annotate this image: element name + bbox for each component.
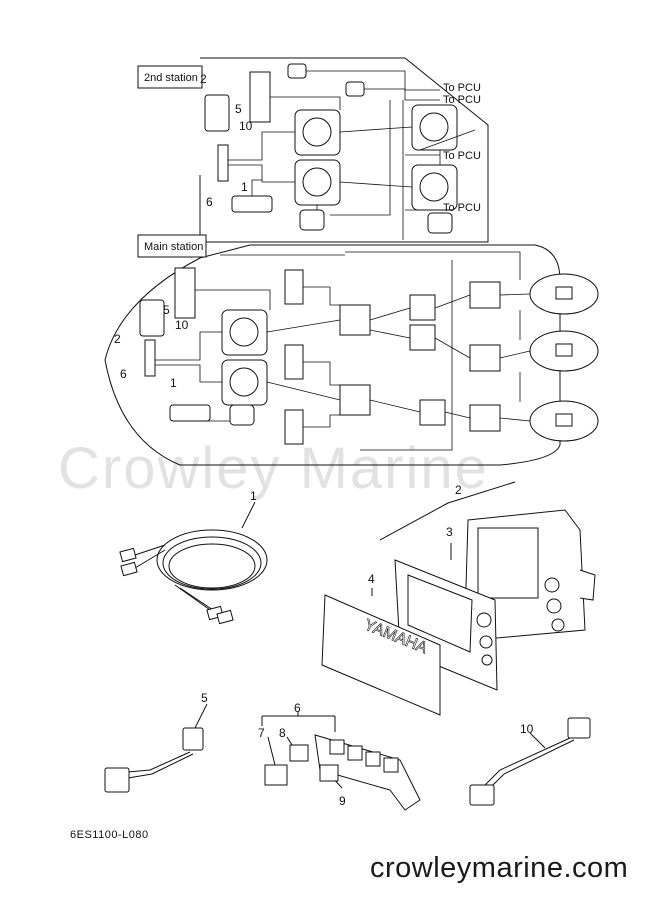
main-station-outline (104, 244, 561, 466)
part-callout-6: 6 (294, 701, 301, 715)
part-8-cap (289, 744, 309, 762)
to-pcu-label-3: To PCU (443, 150, 481, 162)
upper-gauge-c-dial (419, 112, 449, 142)
main-callout-1: 1 (170, 376, 177, 390)
part-4-cover: YAMAHA (321, 594, 441, 716)
engine-oval-a-box (555, 286, 573, 300)
main-gauge-a-dial (229, 317, 259, 347)
upper-wiring (228, 70, 476, 240)
main-callout-10: 10 (175, 318, 189, 332)
upper-callout-5: 5 (235, 102, 242, 116)
part-callout-4: 4 (368, 572, 375, 586)
part-callout-5: 5 (201, 691, 208, 705)
main-sensor (169, 404, 211, 422)
main-station-label: Main station (144, 241, 203, 253)
second-station-box (137, 65, 203, 89)
upper-gauge-a-dial (302, 117, 332, 147)
upper-plug-b (427, 212, 453, 234)
diagram-code: 6ES1100-L080 (70, 829, 149, 841)
second-station-outline (199, 57, 489, 243)
upper-sensor (231, 195, 273, 213)
engine-oval-c-box (555, 413, 573, 427)
site-name: crowleymarine.com (370, 852, 629, 884)
main-module-b (339, 384, 371, 416)
part-callout-1: 1 (250, 489, 257, 503)
upper-callout-1: 1 (241, 180, 248, 194)
upper-gauge-b-dial (302, 167, 332, 197)
main-relay-c (419, 399, 446, 426)
upper-components (204, 63, 458, 234)
part-callout-10: 10 (520, 722, 534, 736)
main-callout-6: 6 (120, 367, 127, 381)
upper-plug-a (299, 209, 325, 231)
main-switch-b (284, 344, 304, 380)
main-gauge-b-dial (229, 367, 259, 397)
main-module-a (339, 304, 371, 336)
engine-unit-a (469, 281, 501, 309)
upper-display-2 (204, 94, 230, 132)
upper-key-switch (287, 63, 307, 79)
second-station-label: 2nd station (144, 72, 198, 84)
main-display-2 (139, 299, 165, 337)
main-callout-2: 2 (114, 332, 121, 346)
part-10-harness (469, 717, 591, 806)
part-2-leader (447, 481, 516, 504)
part-callout-7: 7 (258, 726, 265, 740)
main-switch-a (284, 269, 304, 305)
part-1-harness (119, 501, 268, 625)
main-plug (229, 404, 255, 426)
engine-unit-c (469, 404, 501, 432)
part-6-hub (264, 734, 421, 811)
part-2-leader-b (379, 502, 449, 541)
part-9-cap (319, 764, 339, 782)
main-hub (144, 339, 156, 377)
main-switch-c (284, 409, 304, 445)
upper-callout-10: 10 (239, 119, 253, 133)
upper-callout-6: 6 (206, 195, 213, 209)
part-callout-8: 8 (279, 726, 286, 740)
to-pcu-label-1: To PCU (443, 82, 481, 94)
upper-hub (217, 144, 229, 182)
part-callout-9: 9 (339, 794, 346, 808)
main-relay-a (409, 294, 436, 321)
part-6-leaders (261, 712, 343, 789)
to-pcu-label-4: To PCU (443, 202, 481, 214)
main-switch-panel (174, 267, 196, 319)
main-station-box (137, 234, 207, 258)
part-callout-3: 3 (446, 525, 453, 539)
part-7-cap (264, 764, 288, 786)
engine-oval-b-box (555, 343, 573, 357)
main-relay-b (409, 324, 436, 351)
engine-unit-b (469, 344, 501, 372)
upper-key-switch-b (345, 81, 365, 97)
part-5-harness (104, 703, 208, 793)
upper-callout-2: 2 (200, 72, 207, 86)
main-components (139, 267, 599, 445)
to-pcu-label-2: To PCU (443, 94, 481, 106)
part-callout-2: 2 (455, 483, 462, 497)
main-callout-5: 5 (163, 303, 170, 317)
main-wiring (155, 251, 531, 451)
upper-gauge-d-dial (419, 172, 449, 202)
watermark-text: Crowley Marine (58, 436, 489, 501)
upper-switch-panel (249, 71, 271, 123)
